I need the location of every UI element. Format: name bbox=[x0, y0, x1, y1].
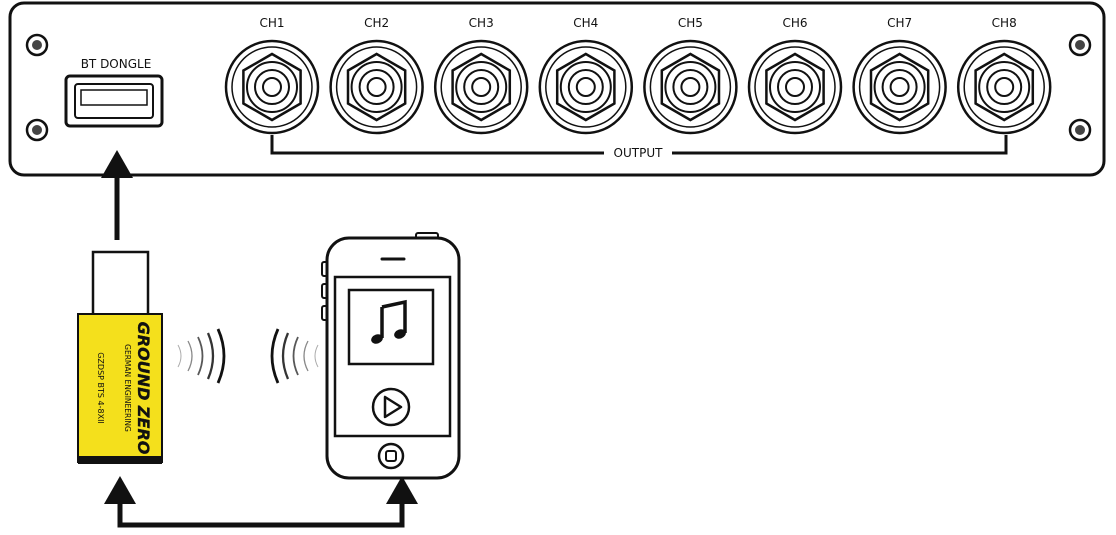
rca-output-ch3[interactable]: CH3 bbox=[433, 16, 529, 135]
screw-icon bbox=[1068, 118, 1092, 142]
usb-port[interactable] bbox=[64, 74, 164, 128]
channel-label: CH7 bbox=[887, 16, 912, 30]
bluetooth-dongle: GROUND ZERO GERMAN ENGINEERING GZDSP BTS… bbox=[77, 250, 163, 464]
output-channels: CH1 CH2 CH3 CH4 CH5 CH6 CH7 CH8 bbox=[224, 16, 1052, 135]
rca-output-ch1[interactable]: CH1 bbox=[224, 16, 320, 135]
screw-icon bbox=[25, 118, 49, 142]
screw-icon bbox=[1068, 33, 1092, 57]
dongle-body bbox=[77, 313, 163, 463]
rca-output-ch8[interactable]: CH8 bbox=[956, 16, 1052, 135]
output-bracket bbox=[270, 135, 1008, 155]
dongle-brand: GROUND ZERO bbox=[134, 322, 153, 455]
wireless-signal-left bbox=[177, 328, 226, 384]
home-button-icon[interactable] bbox=[377, 442, 405, 470]
bt-dongle-port-label: BT DONGLE bbox=[81, 57, 152, 71]
play-icon[interactable] bbox=[371, 387, 411, 427]
dongle-model: GZDSP BTS 4-8XII bbox=[96, 352, 105, 424]
rca-output-ch5[interactable]: CH5 bbox=[643, 16, 738, 135]
rca-output-ch7[interactable]: CH7 bbox=[852, 16, 947, 135]
channel-label: CH3 bbox=[469, 16, 494, 30]
channel-label: CH5 bbox=[678, 16, 703, 30]
channel-label: CH4 bbox=[573, 16, 598, 30]
channel-label: CH1 bbox=[259, 16, 284, 30]
wireless-signal-right bbox=[270, 328, 319, 384]
rca-output-ch4[interactable]: CH4 bbox=[538, 16, 634, 135]
channel-label: CH6 bbox=[782, 16, 807, 30]
rca-output-ch2[interactable]: CH2 bbox=[329, 16, 424, 135]
pairing-connector bbox=[104, 476, 418, 528]
output-label: OUTPUT bbox=[614, 146, 664, 160]
channel-label: CH2 bbox=[364, 16, 389, 30]
rca-output-ch6[interactable]: CH6 bbox=[747, 16, 843, 135]
screw-icon bbox=[25, 33, 49, 57]
arrow-up-to-port bbox=[101, 150, 133, 240]
dongle-tagline: GERMAN ENGINEERING bbox=[123, 344, 132, 432]
channel-label: CH8 bbox=[992, 16, 1017, 30]
smartphone bbox=[321, 232, 461, 480]
music-note-icon bbox=[371, 299, 407, 344]
